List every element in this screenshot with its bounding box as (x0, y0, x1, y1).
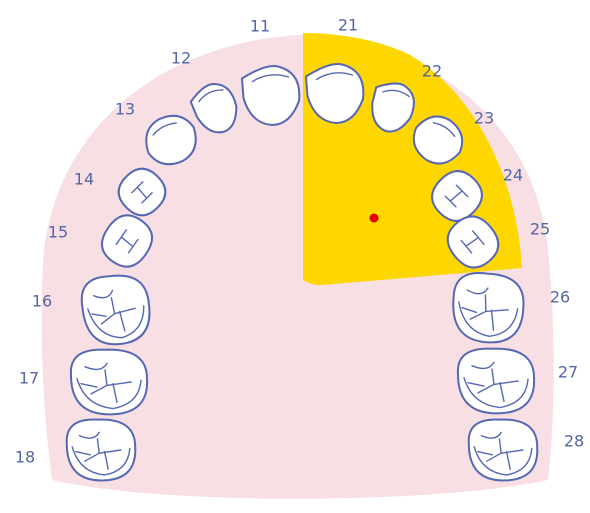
tooth-label-22: 22 (422, 62, 442, 81)
tooth-label-16: 16 (32, 292, 52, 311)
selection-marker (370, 214, 379, 223)
tooth-label-25: 25 (530, 220, 550, 239)
tooth-label-28: 28 (564, 432, 584, 451)
tooth-label-18: 18 (15, 448, 35, 467)
tooth-label-26: 26 (550, 288, 570, 307)
tooth-label-23: 23 (474, 109, 494, 128)
tooth-label-15: 15 (48, 223, 68, 242)
tooth-27[interactable] (458, 349, 534, 414)
tooth-label-12: 12 (171, 49, 191, 68)
tooth-17[interactable] (71, 350, 147, 415)
tooth-label-27: 27 (558, 363, 578, 382)
tooth-label-14: 14 (74, 170, 94, 189)
tooth-28[interactable] (469, 420, 538, 481)
tooth-label-21: 21 (338, 16, 358, 35)
tooth-18[interactable] (67, 420, 136, 481)
tooth-label-24: 24 (503, 166, 523, 185)
tooth-label-17: 17 (19, 369, 39, 388)
tooth-label-11: 11 (250, 17, 270, 36)
tooth-label-13: 13 (115, 100, 135, 119)
